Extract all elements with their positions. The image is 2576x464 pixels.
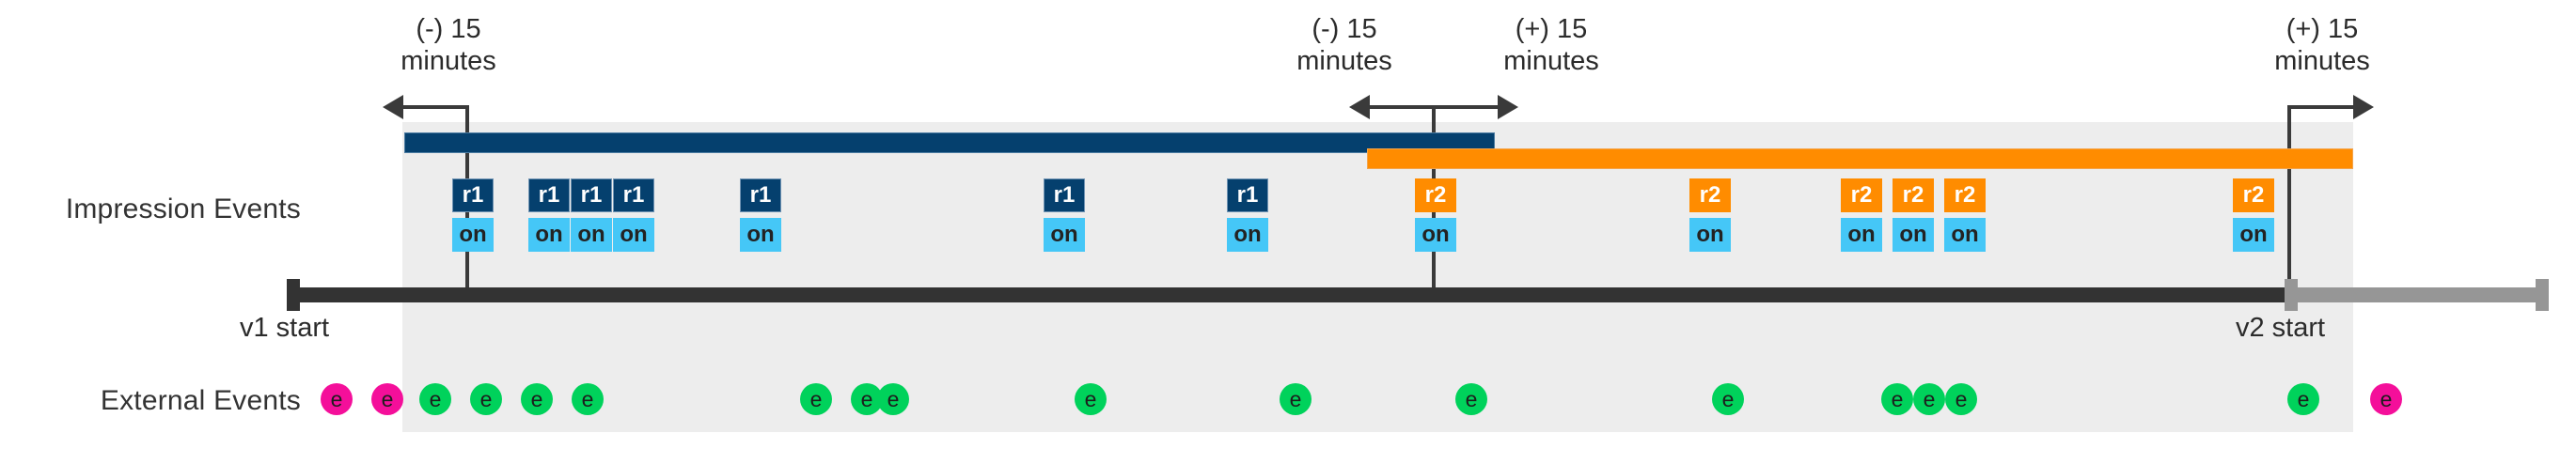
- callout-line-2: minutes: [1503, 46, 1599, 76]
- impression-chip-r1[interactable]: r1: [613, 178, 654, 212]
- external-event-dot[interactable]: e: [1945, 383, 1977, 415]
- callout-measure-line-mid-minus: [1370, 105, 1434, 109]
- external-event-dot[interactable]: e: [572, 383, 604, 415]
- impression-chip-state-on[interactable]: on: [1415, 218, 1456, 252]
- v2-start-label: v2 start: [2236, 313, 2326, 343]
- callout-line-2: minutes: [401, 46, 496, 76]
- callout-arrowhead-mid-minus: [1349, 95, 1370, 119]
- impression-chip-r2[interactable]: r2: [1944, 178, 1986, 212]
- external-event-dot[interactable]: e: [371, 383, 403, 415]
- analysis-window-band: [402, 122, 2353, 432]
- callout-arrowhead-right-plus: [2353, 95, 2374, 119]
- impression-chip-r2[interactable]: r2: [1893, 178, 1934, 212]
- callout-arrowhead-mid-plus: [1498, 95, 1518, 119]
- external-event-dot[interactable]: e: [1455, 383, 1487, 415]
- impression-chip-state-on[interactable]: on: [1689, 218, 1731, 252]
- duration-bar-v1-window: [404, 132, 1495, 153]
- callout-leader-line-right-plus: [2287, 105, 2291, 295]
- external-event-dot[interactable]: e: [2287, 383, 2319, 415]
- callout-line-1: (+) 15: [2285, 14, 2359, 44]
- external-event-dot[interactable]: e: [321, 383, 353, 415]
- external-event-dot[interactable]: e: [521, 383, 553, 415]
- impression-chip-r1[interactable]: r1: [1044, 178, 1085, 212]
- impression-chip-state-on[interactable]: on: [740, 218, 781, 252]
- v1-start-label: v1 start: [240, 313, 330, 343]
- external-event-dot[interactable]: e: [470, 383, 502, 415]
- callout-line-1: (-) 15: [416, 14, 481, 44]
- v1-axis-line: [287, 287, 2291, 302]
- external-event-dot[interactable]: e: [800, 383, 832, 415]
- callout-measure-line-mid-plus: [1434, 105, 1498, 109]
- impression-chip-r1[interactable]: r1: [1227, 178, 1268, 212]
- v2-axis-line: [2285, 287, 2542, 302]
- external-event-dot[interactable]: e: [877, 383, 909, 415]
- impression-chip-r1[interactable]: r1: [528, 178, 570, 212]
- impression-chip-state-on[interactable]: on: [2233, 218, 2274, 252]
- external-event-dot[interactable]: e: [419, 383, 451, 415]
- impression-chip-state-on[interactable]: on: [571, 218, 612, 252]
- external-event-dot[interactable]: e: [1280, 383, 1312, 415]
- external-event-dot[interactable]: e: [1881, 383, 1913, 415]
- external-event-dot[interactable]: e: [2370, 383, 2402, 415]
- impression-chip-r1[interactable]: r1: [571, 178, 612, 212]
- callout-measure-line-right-plus: [2289, 105, 2353, 109]
- impression-chip-r2[interactable]: r2: [1841, 178, 1882, 212]
- impression-chip-r1[interactable]: r1: [452, 178, 494, 212]
- external-events-row-label: External Events: [100, 385, 301, 416]
- callout-arrowhead-left-minus: [383, 95, 403, 119]
- impression-chip-r2[interactable]: r2: [1689, 178, 1731, 212]
- callout-measure-line-left-minus: [403, 105, 467, 109]
- external-event-dot[interactable]: e: [1913, 383, 1945, 415]
- impression-chip-r2[interactable]: r2: [2233, 178, 2274, 212]
- callout-line-1: (-) 15: [1312, 14, 1377, 44]
- callout-line-1: (+) 15: [1515, 14, 1588, 44]
- impression-chip-state-on[interactable]: on: [1893, 218, 1934, 252]
- impression-events-row-label: Impression Events: [65, 193, 301, 224]
- callout-line-2: minutes: [1296, 46, 1392, 76]
- impression-chip-state-on[interactable]: on: [1044, 218, 1085, 252]
- impression-chip-state-on[interactable]: on: [1944, 218, 1986, 252]
- external-event-dot[interactable]: e: [1075, 383, 1107, 415]
- v2-axis-end-cap: [2536, 279, 2549, 311]
- external-event-dot[interactable]: e: [1712, 383, 1744, 415]
- duration-bar-v2-window: [1367, 148, 2353, 169]
- impression-chip-r2[interactable]: r2: [1415, 178, 1456, 212]
- impression-chip-state-on[interactable]: on: [1227, 218, 1268, 252]
- impression-chip-r1[interactable]: r1: [740, 178, 781, 212]
- impression-chip-state-on[interactable]: on: [452, 218, 494, 252]
- callout-line-2: minutes: [2274, 46, 2370, 76]
- impression-chip-state-on[interactable]: on: [613, 218, 654, 252]
- impression-chip-state-on[interactable]: on: [528, 218, 570, 252]
- impression-chip-state-on[interactable]: on: [1841, 218, 1882, 252]
